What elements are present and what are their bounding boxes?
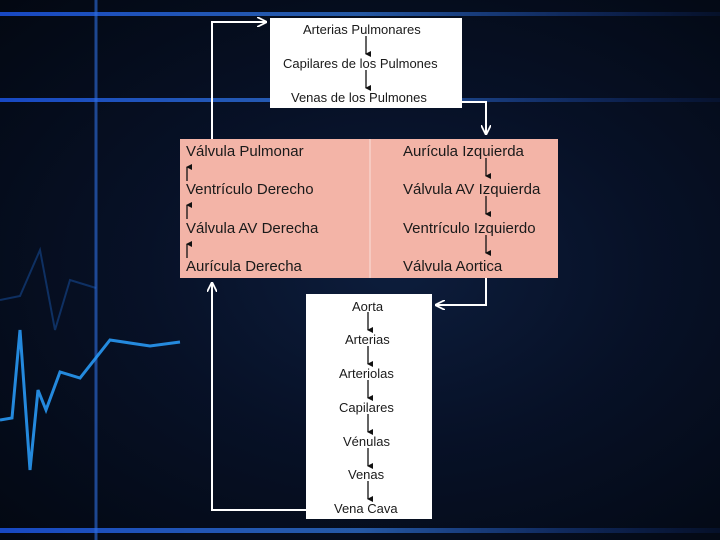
label-auricula-izquierda: Aurícula Izquierda [403,143,524,160]
heartbeat-line [0,329,181,471]
label-auricula-derecha: Aurícula Derecha [186,258,302,275]
label-arteriolas: Arteriolas [339,366,394,381]
label-valvula-av-derecha: Válvula AV Derecha [186,220,319,237]
label-valvula-pulmonar: Válvula Pulmonar [186,143,304,160]
label-aorta: Aorta [352,299,384,314]
label-capilares-pulmones: Capilares de los Pulmones [283,56,438,71]
systemic-circuit-box: Aorta Arterias Arteriolas Capilares Vénu… [306,294,432,519]
label-vena-cava: Vena Cava [334,501,398,516]
label-capilares: Capilares [339,400,394,415]
heartbeat-line-faint [0,246,97,331]
label-arterias: Arterias [345,332,390,347]
label-valvula-aortica: Válvula Aortica [403,258,503,275]
label-ventriculo-izquierdo: Ventrículo Izquierdo [403,220,536,237]
label-venas: Venas [348,467,385,482]
heart-box: Válvula Pulmonar Ventrículo Derecho Válv… [180,139,558,278]
label-arterias-pulmonares: Arterias Pulmonares [303,22,421,37]
label-venas-pulmones: Venas de los Pulmones [291,90,427,105]
top-stripe [0,12,720,16]
pulmonary-circuit-box: Arterias Pulmonares Capilares de los Pul… [270,18,462,108]
label-venulas: Vénulas [343,434,390,449]
label-ventriculo-derecho: Ventrículo Derecho [186,181,314,198]
label-valvula-av-izquierda: Válvula AV Izquierda [403,181,541,198]
bottom-stripe [0,528,720,533]
